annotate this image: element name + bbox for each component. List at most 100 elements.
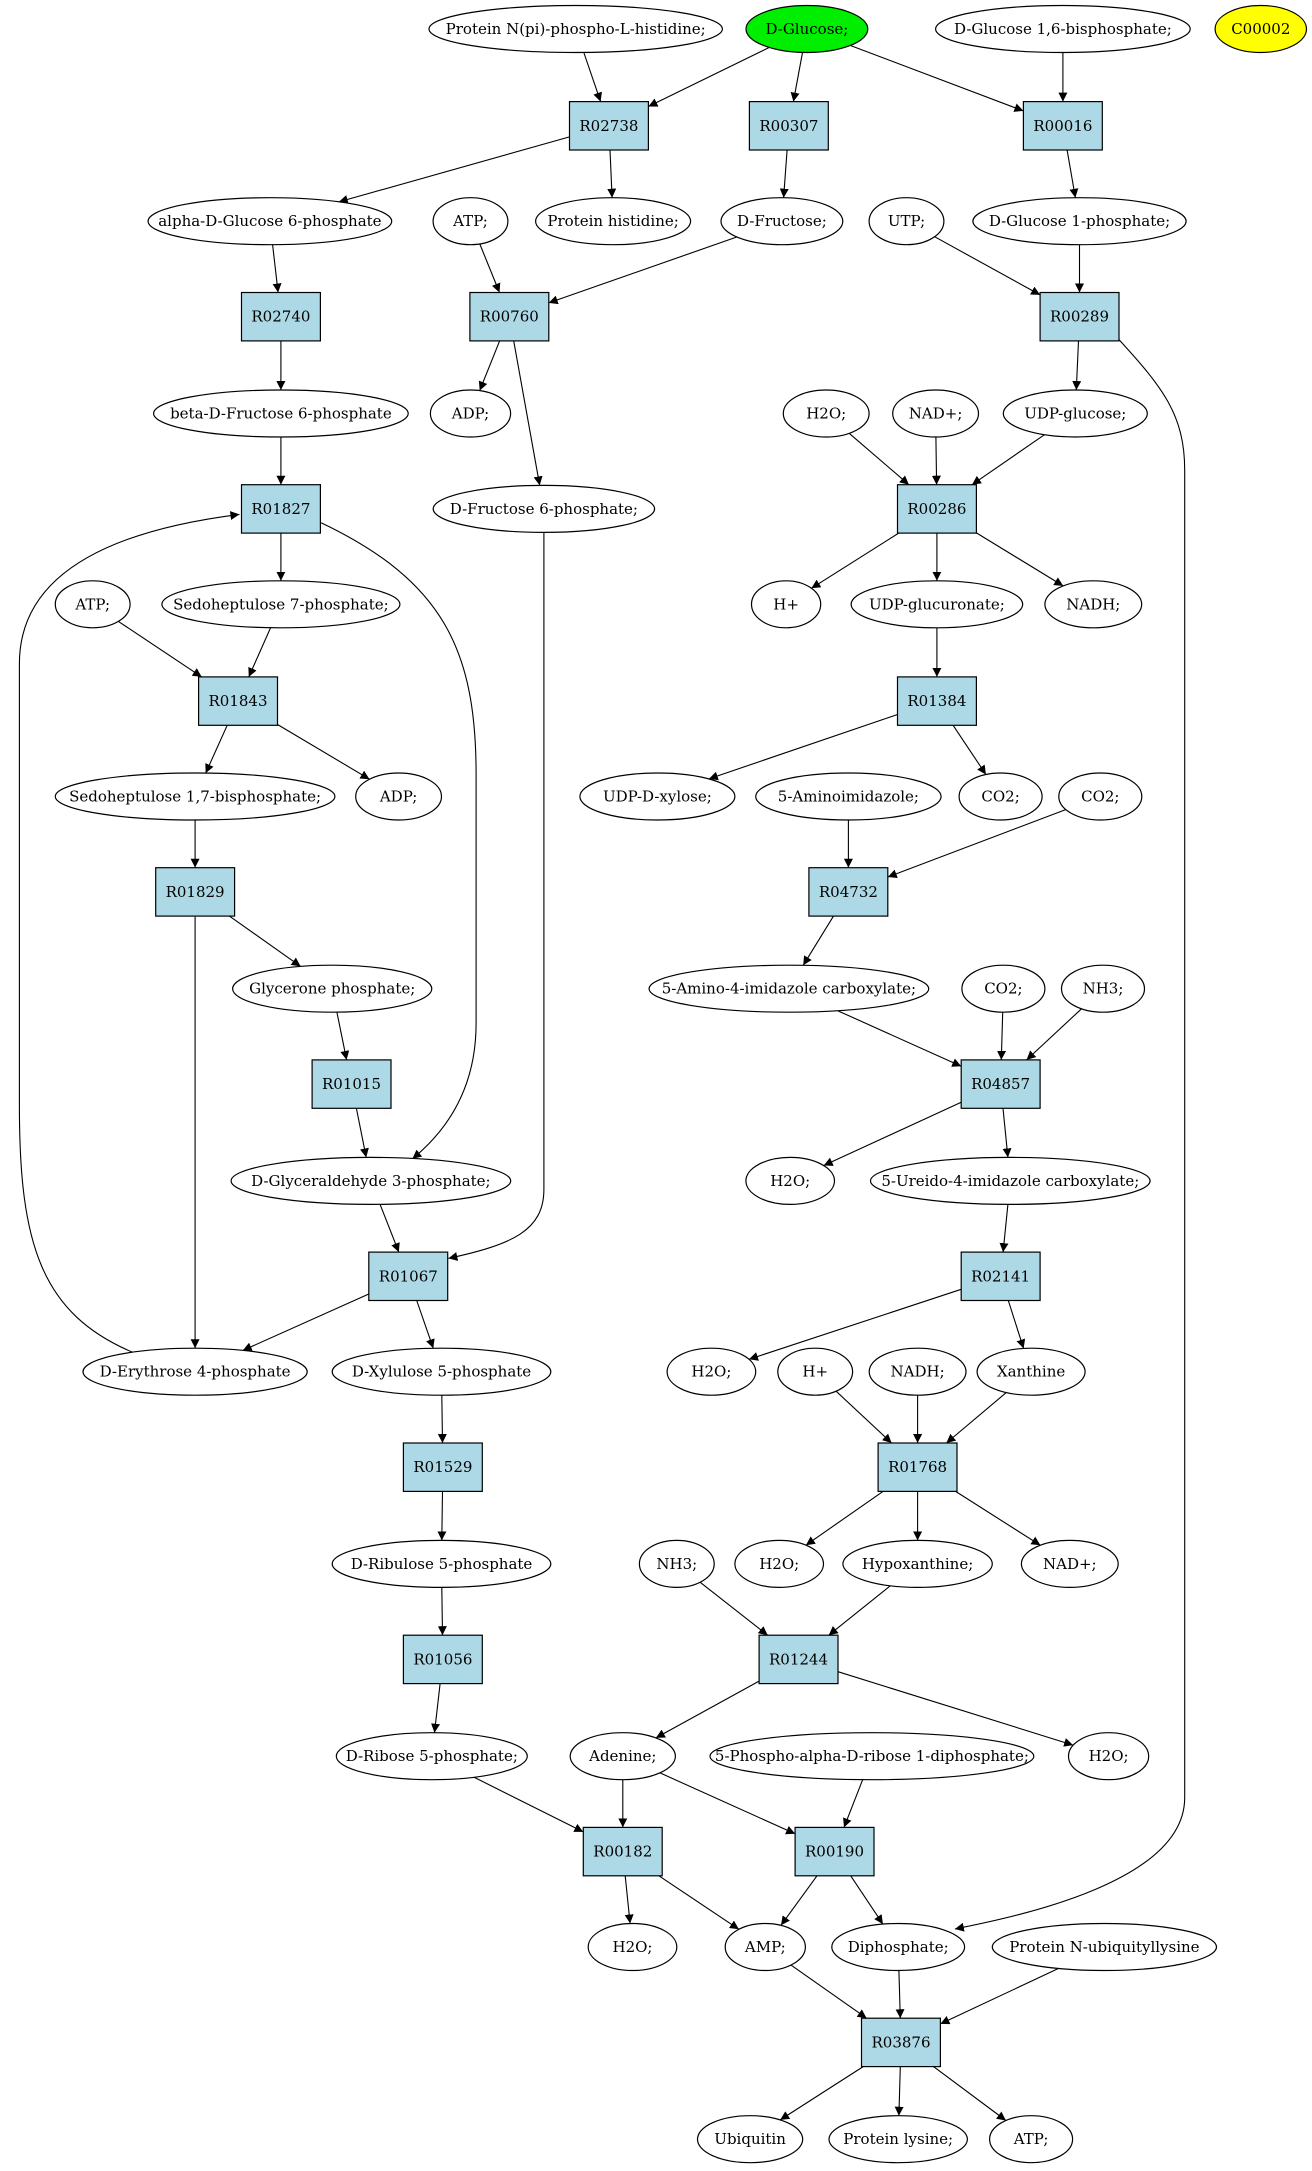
compound-label: Sedoheptulose 7-phosphate; <box>173 595 389 613</box>
reaction-label: R01056 <box>413 1650 472 1668</box>
reaction-label: R00289 <box>1050 308 1109 326</box>
reaction-node: R03876 <box>860 2017 942 2068</box>
edge-R01056-to-c46 <box>431 1683 441 1733</box>
reaction-node: R01827 <box>240 484 322 534</box>
edge-R01768-to-c43 <box>805 1490 884 1546</box>
compound-ellipse <box>666 1347 757 1396</box>
compound-node: ATP; <box>54 580 131 629</box>
edge-c2-to-R00016 <box>850 44 1024 112</box>
edge-c2-to-R00307 <box>790 52 804 102</box>
compound-ellipse <box>161 580 401 629</box>
compound-node: H2O; <box>666 1347 757 1396</box>
compound-label: Protein histidine; <box>547 212 678 230</box>
reaction-label: R01768 <box>888 1458 947 1476</box>
compound-ellipse <box>720 197 844 246</box>
compound-label: 5-Phospho-alpha-D-ribose 1-diphosphate; <box>715 1747 1029 1765</box>
edge-c28-to-R01015 <box>336 1012 350 1061</box>
compound-label: alpha-D-Glucose 6-phosphate <box>158 212 381 230</box>
edge-R01529-to-c41 <box>437 1491 447 1541</box>
compound-node: Protein lysine; <box>828 2115 968 2164</box>
compound-node: Sedoheptulose 1,7-bisphosphate; <box>54 772 336 821</box>
compound-ellipse <box>961 964 1046 1013</box>
reaction-node: R02141 <box>960 1251 1041 1302</box>
compound-ellipse <box>696 2115 804 2164</box>
compound-label: Protein N-ubiquityllysine <box>1009 1938 1199 1956</box>
edge-R00286-to-c21 <box>976 532 1064 587</box>
reaction-box <box>758 1634 839 1685</box>
compound-ellipse <box>1060 964 1146 1013</box>
compound-node: AMP; <box>724 1922 807 1972</box>
compound-node: H+ <box>750 580 822 629</box>
reaction-label: R01244 <box>769 1650 828 1668</box>
compound-label: AMP; <box>744 1938 786 1956</box>
compound-label: C00002 <box>1231 20 1290 38</box>
edge-c44-to-R01244 <box>828 1585 891 1636</box>
compound-label: beta-D-Fructose 6-phosphate <box>170 405 392 423</box>
edge-R01827-to-c32 <box>320 522 477 1160</box>
edge-R00760-to-c12 <box>478 340 501 391</box>
compound-ellipse <box>230 1156 512 1206</box>
edge-c36-to-R01529 <box>437 1395 447 1444</box>
reaction-box <box>240 291 322 342</box>
compound-label: Adenine; <box>588 1747 656 1765</box>
compound-node: ADP; <box>355 772 443 821</box>
compound-ellipse <box>569 1732 677 1781</box>
compound-ellipse <box>54 580 131 629</box>
reaction-box <box>1022 100 1103 151</box>
reaction-box <box>960 1251 1041 1302</box>
compound-label: Diphosphate; <box>848 1938 949 1956</box>
edge-R00760-to-c16 <box>513 340 543 486</box>
edge-c6-to-R00760 <box>479 243 501 293</box>
compound-node: NH3; <box>638 1539 715 1589</box>
compound-label: UDP-glucuronate; <box>869 595 1005 613</box>
compound-node: UTP; <box>868 197 945 246</box>
compound-label: NH3; <box>1083 980 1124 998</box>
reaction-node: R02740 <box>240 291 322 342</box>
compound-node: NADH; <box>868 1347 967 1396</box>
compound-node: CO2; <box>961 964 1046 1013</box>
compound-label: D-Glyceraldehyde 3-phosphate; <box>251 1172 490 1190</box>
edge-c52-to-R03876 <box>895 1970 905 2019</box>
reaction-label: R01843 <box>208 692 267 710</box>
compound-ellipse <box>1020 1539 1119 1589</box>
compound-label: H2O; <box>759 1555 799 1573</box>
edge-c27-to-R04732 <box>887 809 1066 879</box>
compound-ellipse <box>868 197 945 246</box>
compound-node: D-Glyceraldehyde 3-phosphate; <box>230 1156 512 1206</box>
reaction-node: R00307 <box>748 100 829 151</box>
edge-c9-to-R00289 <box>934 236 1041 296</box>
edge-c15-to-R00286 <box>971 434 1045 486</box>
compound-node: NH3; <box>1060 964 1146 1013</box>
compound-node: D-Erythrose 4-phosphate <box>82 1347 308 1396</box>
reaction-box <box>198 676 279 726</box>
edge-c17-to-R01843 <box>118 620 203 678</box>
edge-R01843-to-c22 <box>205 725 228 774</box>
compound-ellipse <box>892 389 980 438</box>
compound-label: NAD+; <box>909 405 963 423</box>
compound-node: 5-Aminoimidazole; <box>755 772 942 821</box>
compound-node: UDP-glucose; <box>1002 389 1148 438</box>
compound-node: UDP-glucuronate; <box>850 580 1024 629</box>
compound-ellipse <box>869 1156 1151 1206</box>
compound-label: 5-Amino-4-imidazole carboxylate; <box>662 980 916 998</box>
compound-node: C00002 <box>1214 4 1308 54</box>
compound-node: H2O; <box>1067 1732 1150 1781</box>
edge-R00182-to-c51 <box>658 1875 740 1930</box>
compound-ellipse <box>428 4 723 54</box>
compound-label: NADH; <box>891 1363 945 1381</box>
edge-c42-to-R01244 <box>699 1581 769 1636</box>
edge-R01384-to-c26 <box>952 724 987 775</box>
reaction-node: R04732 <box>808 867 889 917</box>
compound-node: H2O; <box>587 1922 678 1972</box>
compound-label: Ubiquitin <box>714 2130 786 2148</box>
reaction-label: R00286 <box>907 500 966 518</box>
compound-label: H2O; <box>806 405 846 423</box>
reaction-box <box>582 1826 663 1877</box>
reaction-label: R00190 <box>805 1843 864 1861</box>
edge-c47-to-R00190 <box>659 1772 796 1835</box>
reaction-box <box>896 676 978 726</box>
edge-c16-to-R01067 <box>448 532 545 1261</box>
compound-ellipse <box>432 484 656 533</box>
edge-R00289-to-c52 <box>954 338 1186 1932</box>
